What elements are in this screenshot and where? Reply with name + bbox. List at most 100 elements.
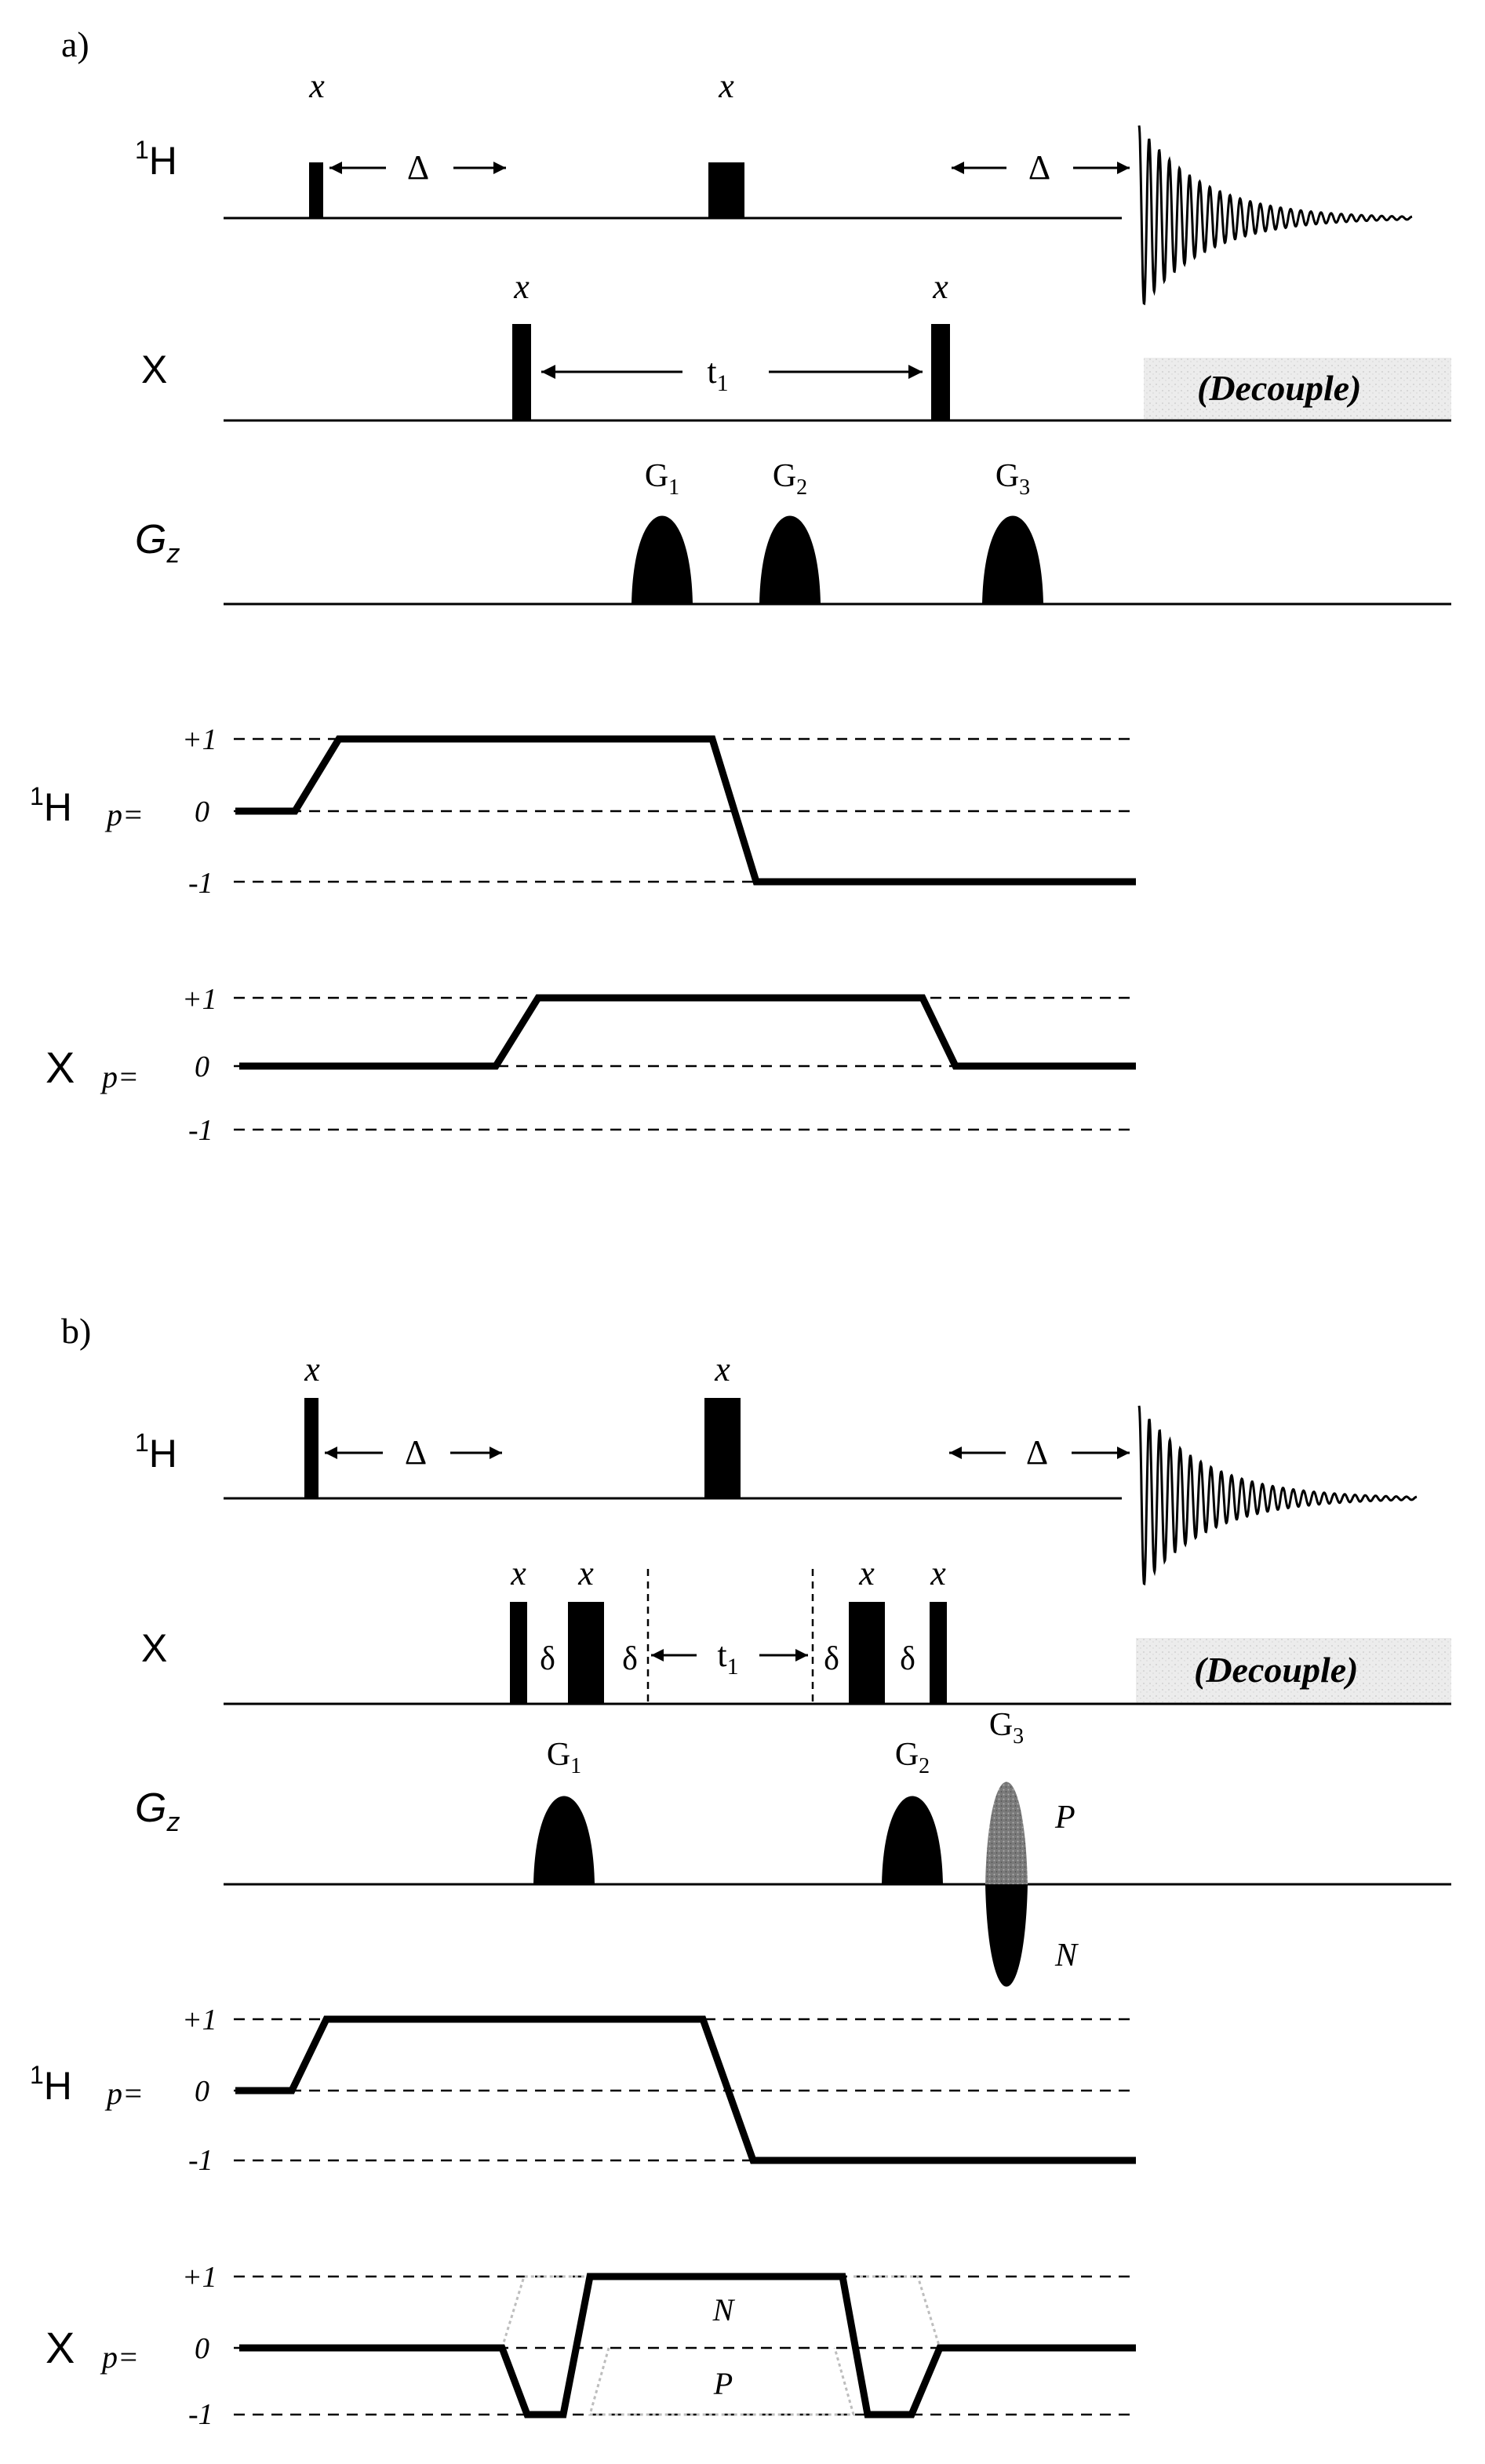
svg-text:G3: G3 (989, 1707, 1024, 1749)
panel-b-xp-level-minus: -1 (188, 2398, 213, 2431)
panel-b-h-pulse-2 (704, 1398, 741, 1498)
panel-a: a) 1H x x Δ Δ X (30, 24, 1451, 1147)
panel-a-gz-label-sub: z (166, 539, 180, 569)
panel-a-h-phase-1: x (308, 67, 325, 105)
panel-a-xp-level-plus: +1 (182, 983, 217, 1016)
panel-b-h-coherence: 1H p= +1 0 -1 (30, 2004, 1136, 2177)
panel-b-delay-arrow-2 (949, 1447, 1130, 1459)
panel-b-g1-label: G (547, 1737, 570, 1773)
panel-a-h-pathway (235, 735, 1136, 886)
svg-text:1H: 1H (135, 136, 177, 183)
panel-b-h-label: H (149, 1432, 177, 1476)
panel-a-g2-label: G (773, 458, 796, 494)
panel-b-h-label-sup: 1 (135, 1429, 149, 1457)
panel-b-xp-p-path-label: P (713, 2366, 733, 2401)
panel-b-hp-label: H (44, 2064, 72, 2108)
panel-a-delay-arrow-2 (952, 162, 1130, 174)
panel-b-hp-p-label: p= (104, 2076, 144, 2111)
panel-b: b) 1H x x Δ Δ X (30, 1311, 1451, 2431)
panel-a-x-pulse-2 (931, 324, 950, 420)
panel-a-decouple-label: (Decouple) (1197, 368, 1361, 408)
panel-a-t1-sub: 1 (717, 370, 729, 396)
panel-a-h-pulse-2 (708, 162, 744, 218)
panel-b-gradient-g1 (533, 1796, 595, 1884)
svg-text:1H: 1H (30, 782, 72, 829)
panel-a-hp-p-label: p= (104, 797, 144, 832)
panel-a-gradient-g1 (631, 515, 693, 604)
panel-b-x-phase-1: x (510, 1554, 526, 1592)
panel-a-gradient-g2 (759, 515, 821, 604)
svg-text:1H: 1H (30, 2061, 72, 2108)
panel-b-g3-n-label: N (1054, 1938, 1079, 1974)
panel-b-delta-4: δ (900, 1641, 915, 1677)
panel-b-x-ghost-pathway-right (854, 2275, 941, 2349)
panel-b-x-coherence: X p= +1 0 -1 N P (45, 2261, 1136, 2431)
panel-a-x-phase-1: x (513, 268, 530, 306)
panel-b-t1-sub: 1 (727, 1654, 739, 1680)
panel-b-h-pulse-1 (304, 1398, 318, 1498)
panel-a-t1-arrow (541, 365, 923, 379)
panel-a-hp-level-plus: +1 (182, 723, 217, 756)
panel-a-hp-level-minus: -1 (188, 867, 213, 900)
panel-a-xp-p-label: p= (100, 1059, 139, 1094)
panel-b-x-pulse-4 (930, 1602, 947, 1704)
panel-b-fid (1137, 1405, 1418, 1586)
panel-b-h-phase-1: x (304, 1350, 320, 1389)
panel-a-xp-label: X (45, 1043, 75, 1092)
panel-b-x-channel: X x x x x δ δ δ δ t1 (Decouple) (141, 1554, 1451, 1705)
panel-b-h-phase-2: x (714, 1350, 730, 1389)
panel-b-g3-sub: 3 (1013, 1724, 1024, 1749)
svg-text:G2: G2 (895, 1737, 930, 1778)
panel-b-t1: t (717, 1636, 726, 1674)
panel-a-g3-sub: 3 (1019, 475, 1030, 500)
panel-a-delay-1: Δ (407, 148, 429, 187)
panel-a-h-label-sup: 1 (135, 136, 149, 164)
panel-b-hp-level-plus: +1 (182, 2004, 217, 2036)
panel-a-h-label: H (149, 139, 177, 183)
panel-a-gz-channel: Gz G1 G2 G3 (135, 458, 1451, 606)
panel-a-g3-label: G (995, 458, 1019, 494)
panel-a-h-coherence: 1H p= +1 0 -1 (30, 723, 1136, 900)
panel-b-hp-label-sup: 1 (30, 2061, 44, 2089)
panel-b-h-pathway (235, 2015, 1136, 2164)
panel-b-x-phase-4: x (930, 1554, 946, 1592)
panel-a-h-phase-2: x (718, 67, 734, 105)
panel-a-h-channel: 1H x x Δ Δ (135, 67, 1413, 306)
panel-b-gz-label-sub: z (166, 1807, 180, 1837)
svg-text:G2: G2 (773, 458, 807, 500)
panel-a-xp-level-zero: 0 (195, 1050, 209, 1083)
panel-b-gz-label: G (135, 1785, 166, 1831)
panel-b-x-phase-2: x (577, 1554, 594, 1592)
panel-a-x-phase-2: x (932, 268, 948, 306)
panel-a-x-coherence: X p= +1 0 -1 (45, 983, 1136, 1147)
panel-b-xp-label: X (45, 2323, 75, 2372)
svg-text:1H: 1H (135, 1429, 177, 1476)
panel-b-xp-n-label: N (712, 2292, 736, 2328)
panel-b-gz-channel: Gz G1 G2 G3 P N (135, 1707, 1451, 1987)
panel-a-gradient-g3 (982, 515, 1043, 604)
panel-a-label: a) (61, 24, 89, 64)
panel-b-delta-1: δ (540, 1641, 555, 1677)
svg-text:Gz: Gz (135, 517, 180, 569)
panel-a-xp-level-minus: -1 (188, 1114, 213, 1147)
panel-b-xp-p-label: p= (100, 2339, 139, 2375)
panel-b-x-pulse-1 (510, 1602, 527, 1704)
panel-a-fid (1137, 125, 1413, 306)
panel-b-t1-arrow (651, 1649, 808, 1661)
panel-a-delay-arrow-1 (329, 162, 506, 174)
panel-b-delay-2: Δ (1026, 1433, 1048, 1472)
panel-b-g2-sub: 2 (919, 1754, 930, 1778)
panel-b-gradient-g2 (882, 1796, 943, 1884)
panel-b-label: b) (61, 1311, 91, 1351)
panel-b-g3-label: G (989, 1707, 1013, 1743)
panel-b-g1-sub: 1 (570, 1754, 581, 1778)
panel-a-x-pathway (239, 994, 1136, 1070)
panel-a-g2-sub: 2 (796, 475, 807, 500)
panel-b-decouple-label: (Decouple) (1194, 1650, 1358, 1690)
panel-a-gz-label: G (135, 517, 166, 562)
svg-text:G1: G1 (645, 458, 679, 500)
panel-a-decouple-box (1144, 358, 1451, 419)
panel-b-x-pulse-3 (849, 1602, 885, 1704)
panel-a-delay-2: Δ (1028, 148, 1050, 187)
